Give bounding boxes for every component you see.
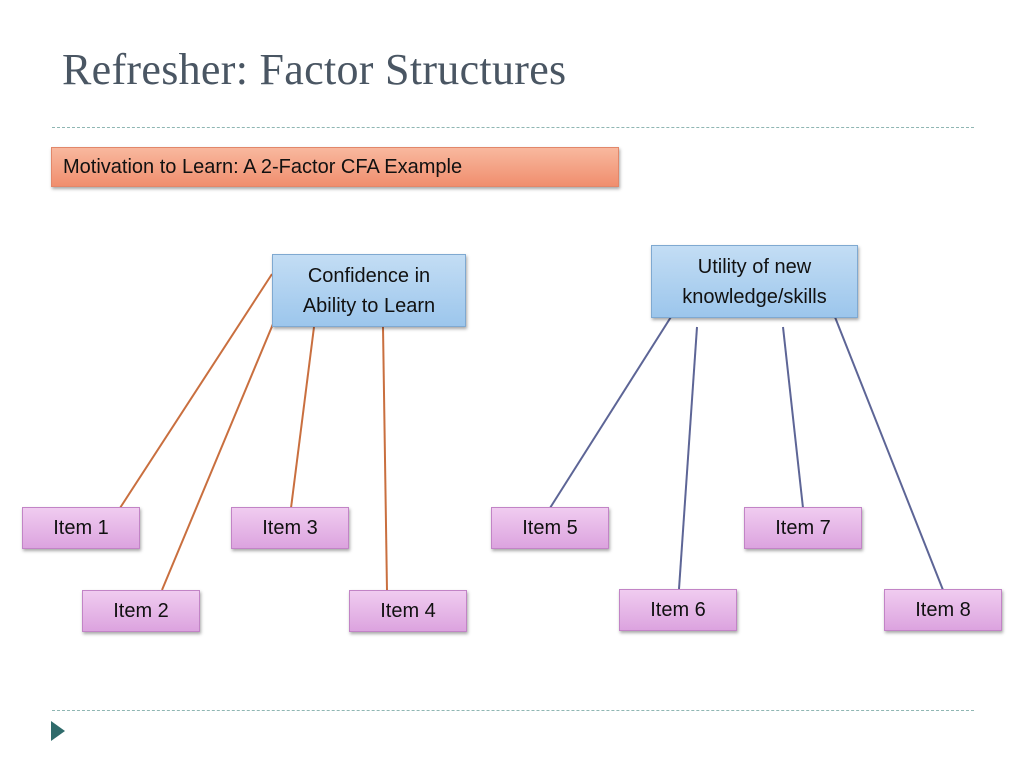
- item-2-box: Item 2: [82, 590, 200, 632]
- factor-confidence: Confidence in Ability to Learn: [272, 254, 466, 327]
- factor-1-links: [119, 273, 388, 592]
- item-2-label: Item 2: [113, 599, 169, 622]
- factor-confidence-line2: Ability to Learn: [302, 294, 436, 317]
- item-1-label: Item 1: [53, 516, 109, 539]
- item-8-box: Item 8: [884, 589, 1002, 631]
- item-3-label: Item 3: [262, 516, 318, 539]
- link-factor1-item2: [161, 323, 274, 591]
- factor-confidence-line1: Confidence in: [307, 264, 431, 287]
- link-factor2-item8: [830, 306, 944, 591]
- item-7-box: Item 7: [744, 507, 862, 549]
- item-6-box: Item 6: [619, 589, 737, 631]
- item-4-label: Item 4: [380, 599, 436, 622]
- link-factor1-item3: [290, 326, 315, 509]
- item-5-label: Item 5: [522, 516, 578, 539]
- link-factor2-item5: [549, 308, 677, 509]
- item-5-box: Item 5: [491, 507, 609, 549]
- link-factor1-item4: [382, 326, 388, 592]
- factor-utility-line2: knowledge/skills: [682, 285, 827, 308]
- link-factor1-item1: [119, 273, 273, 509]
- item-4-box: Item 4: [349, 590, 467, 632]
- item-1-box: Item 1: [22, 507, 140, 549]
- link-factor2-item7: [782, 326, 804, 509]
- link-factor2-item6: [678, 326, 698, 590]
- factor-utility: Utility of new knowledge/skills: [651, 245, 858, 318]
- subtitle-text: Motivation to Learn: A 2-Factor CFA Exam…: [63, 155, 463, 178]
- item-6-label: Item 6: [650, 598, 706, 621]
- item-3-box: Item 3: [231, 507, 349, 549]
- item-7-label: Item 7: [775, 516, 831, 539]
- top-divider: [52, 127, 974, 128]
- triangle-right-icon: [51, 721, 65, 741]
- subtitle-banner: Motivation to Learn: A 2-Factor CFA Exam…: [51, 147, 619, 187]
- item-8-label: Item 8: [915, 598, 971, 621]
- bottom-divider: [52, 710, 974, 711]
- factor-utility-line1: Utility of new: [697, 255, 812, 278]
- factor-2-links: [549, 306, 944, 591]
- slide-title: Refresher: Factor Structures: [62, 45, 567, 94]
